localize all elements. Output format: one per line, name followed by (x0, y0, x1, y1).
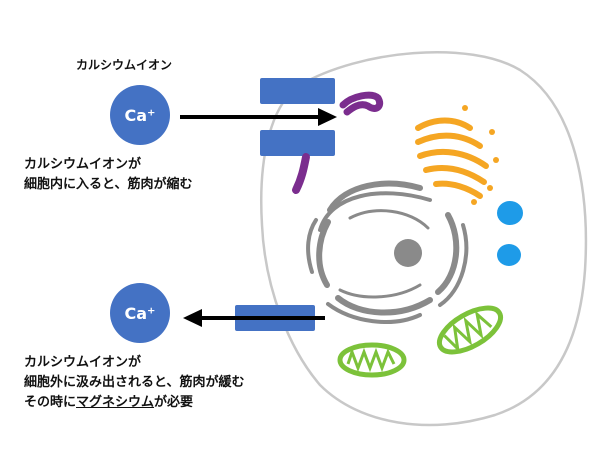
efflux-caption-line3: その時にマグネシウムが必要 (24, 393, 193, 413)
mitochondrion-left (337, 342, 407, 378)
golgi-apparatus (415, 105, 499, 205)
nucleolus (394, 239, 422, 267)
efflux-caption-line1: カルシウムイオンが (24, 355, 142, 370)
purple-organelle-long (292, 153, 310, 194)
purple-organelle-small (339, 91, 384, 116)
mitochondrion-right (436, 305, 504, 355)
channel-top-lower (260, 130, 335, 156)
calcium-ion-bottom (110, 283, 170, 343)
magnesium-keyword: マグネシウム (76, 395, 155, 410)
influx-caption-line2: 細胞内に入ると、筋肉が縮む (24, 177, 193, 192)
channel-top-upper (260, 78, 335, 104)
influx-arrow (180, 108, 337, 126)
efflux-caption-line3-pre: その時に (24, 395, 77, 410)
efflux-arrow (183, 309, 325, 327)
nucleus (306, 180, 469, 324)
calcium-ion-top (110, 85, 170, 145)
calcium-ion-top-label: Ca⁺ (125, 106, 156, 125)
vesicle-lower (497, 244, 521, 266)
efflux-caption-line3-post: が必要 (154, 395, 194, 410)
efflux-caption-line2: 細胞外に汲み出されると、筋肉が緩む (24, 375, 245, 390)
vesicle-upper (497, 201, 523, 225)
influx-caption-line1: カルシウムイオンが (24, 157, 142, 172)
cell-membrane (260, 51, 588, 427)
ion-title-label: カルシウムイオン (76, 58, 173, 72)
calcium-ion-bottom-label: Ca⁺ (125, 304, 156, 323)
